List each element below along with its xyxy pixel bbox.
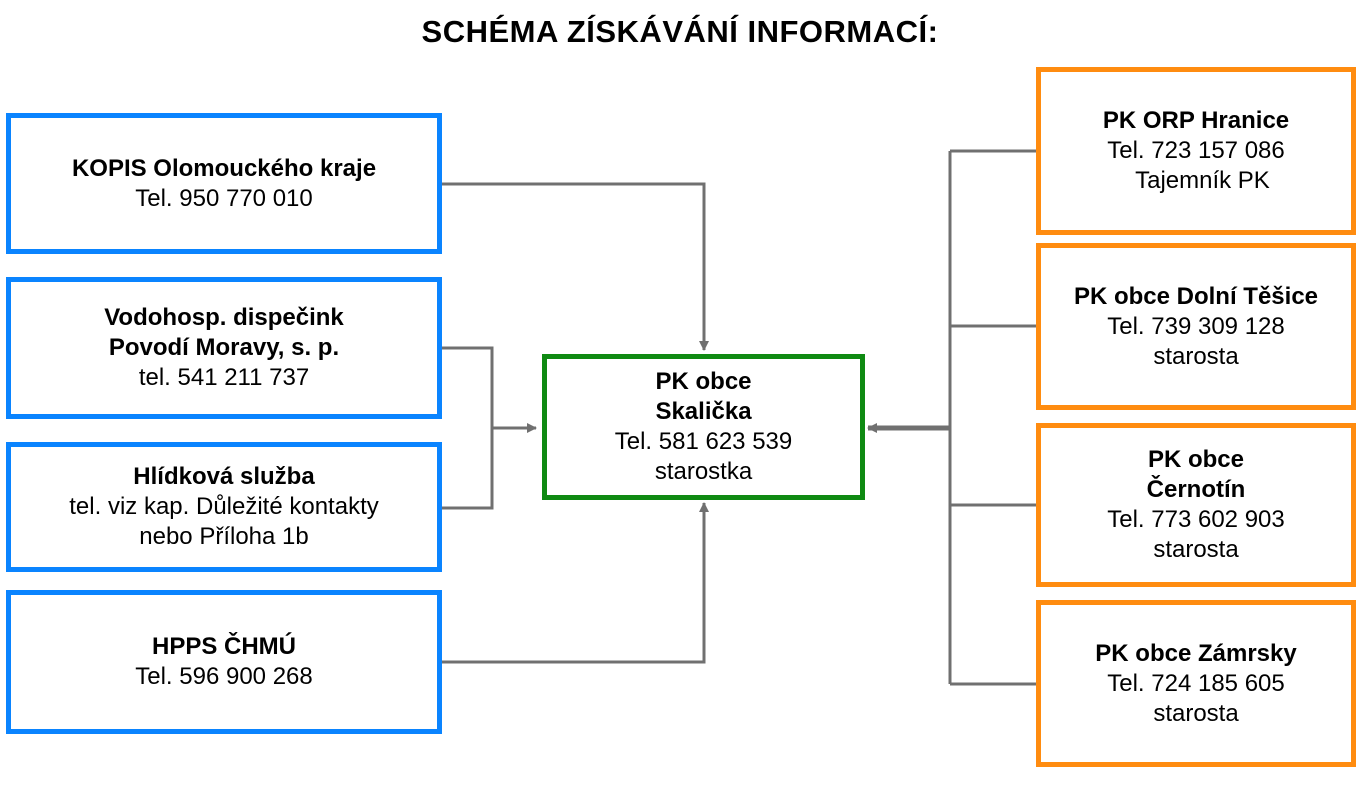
neighbor-name: PK obce Zámrsky xyxy=(1095,639,1297,667)
neighbor-name: PK obce Dolní Těšice xyxy=(1073,282,1319,310)
source-contact-line: tel. viz kap. Důležité kontakty xyxy=(69,493,379,520)
neighbor-phone: Tel. 773 602 903 xyxy=(1107,506,1285,533)
source-box-kopis: KOPIS Olomouckého kraje Tel. 950 770 010 xyxy=(6,113,442,254)
source-contact-line: nebo Příloha 1b xyxy=(139,523,309,550)
source-name: KOPIS Olomouckého kraje xyxy=(71,154,377,182)
neighbor-name: PK ORP Hranice xyxy=(1102,107,1290,134)
neighbor-box-orp-hranice: PK ORP Hranice Tel. 723 157 086 Tajemník… xyxy=(1036,67,1356,235)
center-phone: Tel. 581 623 539 xyxy=(614,428,793,455)
source-name: Hlídková služba xyxy=(133,463,315,490)
connector-kopis xyxy=(442,182,709,351)
diagram-title: SCHÉMA ZÍSKÁVÁNÍ INFORMACÍ: xyxy=(421,14,939,49)
neighbor-role: starosta xyxy=(1153,699,1239,727)
source-name: HPPS ČHMÚ xyxy=(151,633,296,660)
source-box-vodohosp: Vodohosp. dispečink Povodí Moravy, s. p.… xyxy=(6,277,442,419)
center-box-skalicka: PK obce Skalička Tel. 581 623 539 staros… xyxy=(542,354,865,500)
connector-hpps xyxy=(442,502,709,664)
source-phone: Tel. 950 770 010 xyxy=(135,184,313,212)
neighbor-box-dolni-tesice: PK obce Dolní Těšice Tel. 739 309 128 st… xyxy=(1036,243,1356,410)
source-box-hpps: HPPS ČHMÚ Tel. 596 900 268 xyxy=(6,590,442,734)
connector-vodohosp xyxy=(442,346,494,510)
neighbor-phone: Tel. 739 309 128 xyxy=(1107,312,1285,340)
source-phone: Tel. 596 900 268 xyxy=(135,663,313,690)
source-phone: tel. 541 211 737 xyxy=(138,364,310,391)
neighbor-role: starosta xyxy=(1153,536,1239,563)
neighbor-box-cernotin: PK obce Černotín Tel. 773 602 903 staros… xyxy=(1036,423,1356,587)
neighbor-role: Tajemník PK xyxy=(1122,167,1270,194)
neighbor-role: starosta xyxy=(1153,342,1239,370)
center-role: starostka xyxy=(654,458,753,485)
source-name: Vodohosp. dispečink Povodí Moravy, s. p. xyxy=(104,304,344,361)
neighbor-box-zamrsky: PK obce Zámrsky Tel. 724 185 605 starost… xyxy=(1036,600,1356,767)
center-name: PK obce Skalička xyxy=(655,368,752,425)
neighbor-phone: Tel. 724 185 605 xyxy=(1107,669,1285,697)
neighbor-name: PK obce Černotín xyxy=(1146,446,1246,503)
source-box-hlidkova: Hlídková služba tel. viz kap. Důležité k… xyxy=(6,442,442,572)
neighbor-phone: Tel. 723 157 086 xyxy=(1107,137,1285,164)
